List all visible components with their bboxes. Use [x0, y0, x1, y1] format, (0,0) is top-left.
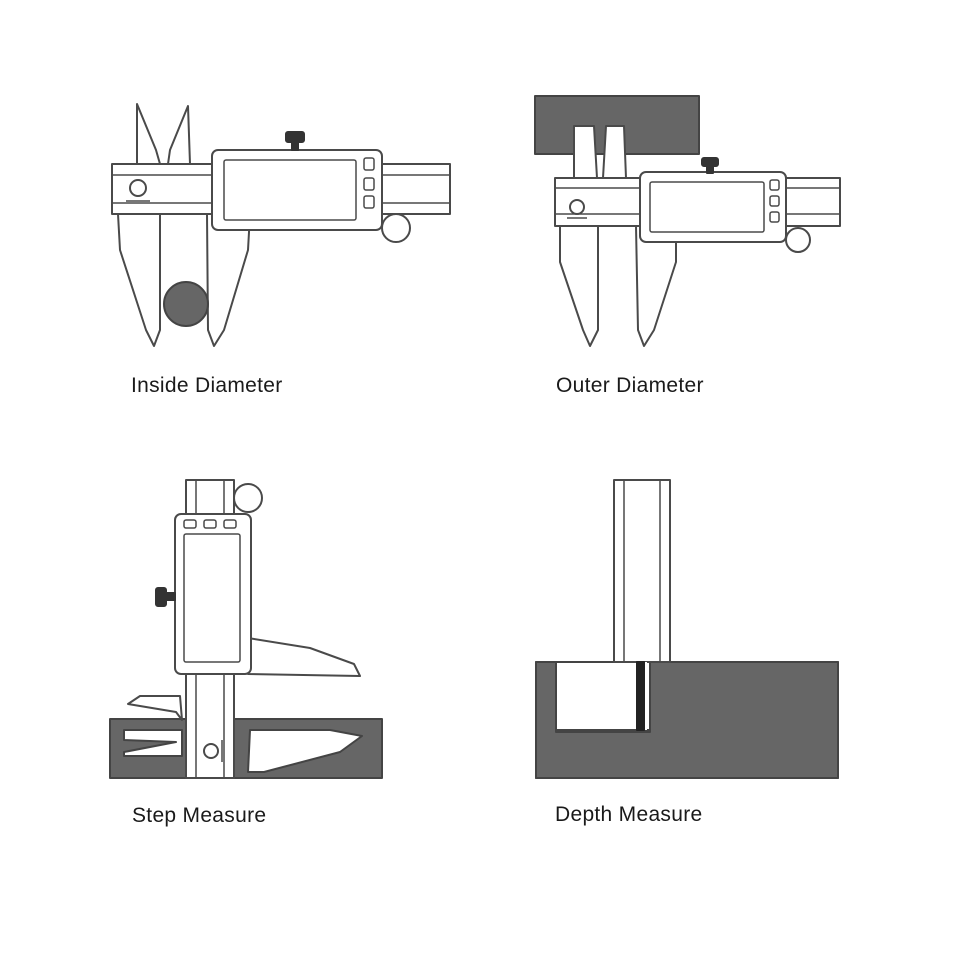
upper-inside-jaw-moving [167, 105, 191, 165]
lower-jaw-moving [247, 637, 361, 677]
caliper-beam [613, 479, 671, 663]
upper-inside-jaw-fixed [136, 103, 161, 165]
outer-diameter-illustration [534, 95, 841, 347]
lower-jaw-fixed [127, 695, 183, 721]
lcd-screen [649, 181, 765, 233]
thumb-wheel [381, 213, 411, 243]
depth-measure-illustration [535, 479, 839, 779]
workpiece-rod [163, 281, 209, 327]
lower-jaw-moving [635, 225, 677, 347]
upper-inside-jaw-fixed [573, 125, 598, 179]
lower-jaw-fixed [559, 225, 599, 347]
brand-logo-icon [203, 743, 219, 759]
brand-logo-icon [569, 199, 585, 215]
inside-diameter-illustration [111, 103, 451, 347]
brand-logo-icon [129, 179, 147, 197]
caption-step-measure: Step Measure [132, 804, 267, 827]
lcd-screen [183, 533, 241, 663]
caption-inside-diameter: Inside Diameter [131, 374, 283, 397]
lcd-screen [223, 159, 357, 221]
lower-jaw-moving [206, 213, 251, 347]
lock-screw-knob-icon [285, 131, 305, 143]
thumb-wheel [233, 483, 263, 513]
caption-depth-measure: Depth Measure [555, 803, 703, 826]
lower-jaw-fixed [117, 213, 161, 347]
caption-outer-diameter: Outer Diameter [556, 374, 704, 397]
step-measure-illustration [109, 479, 383, 779]
upper-inside-jaw-moving [602, 125, 627, 179]
depth-rod [636, 661, 645, 731]
thumb-wheel [785, 227, 811, 253]
